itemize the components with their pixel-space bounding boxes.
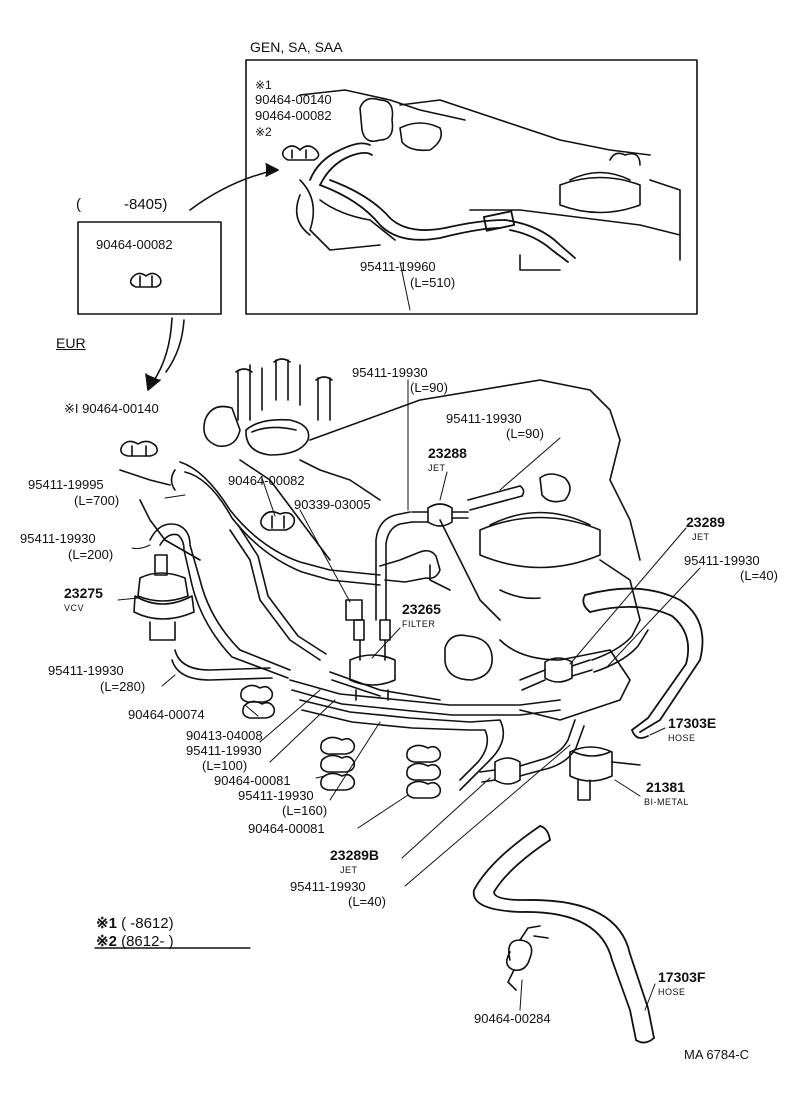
label-hose-930-100-len: (L=100): [202, 758, 248, 773]
bimetal-21381: [569, 746, 641, 801]
jet-23289b: [479, 757, 543, 785]
label-filter-name: FILTER: [402, 619, 436, 629]
label-clip-082: 90464-00082: [228, 473, 305, 488]
small-box-range: -8405): [124, 196, 168, 213]
clips-cluster-00081-b: [406, 744, 442, 799]
inset-hose-95411-19960: [309, 142, 576, 263]
label-clamp-284: 90464-00284: [474, 1011, 551, 1026]
label-bimetal-name: BI-METAL: [644, 797, 689, 807]
label-hose-930-40a-len: (L=40): [740, 568, 778, 583]
clips-cluster-00081-a: [320, 736, 356, 791]
vcv-23275: [133, 554, 195, 641]
inset-hose-length: (L=510): [410, 275, 456, 290]
label-hose-930-90b-len: (L=90): [506, 426, 544, 441]
arrow-to-inset: [189, 169, 277, 211]
label-hose-930-40b: 95411-19930: [290, 879, 366, 894]
legend-row-1: ※1 ( -8612): [96, 914, 174, 932]
hose-95411-19995: [170, 461, 381, 586]
part-90339-03005: [345, 549, 441, 621]
label-hose-930-40b-len: (L=40): [348, 894, 386, 909]
hose-95411-19930-l90-b: [467, 485, 525, 511]
label-part-339: 90339-03005: [294, 497, 371, 512]
small-box-range-open: (: [76, 196, 81, 213]
label-hose-e-num: 17303E: [668, 715, 717, 731]
label-hose-930-160: 95411-19930: [238, 788, 314, 803]
small-box-clip: [129, 272, 162, 288]
hose-95411-19930-l90: [375, 511, 413, 621]
label-filter-num: 23265: [402, 601, 441, 617]
label-vcv-name: VCV: [64, 603, 85, 613]
hose-17303e: [582, 587, 704, 739]
label-hose-f-name: HOSE: [658, 987, 686, 997]
inset-mark-2: ※2: [255, 125, 272, 139]
arrow-to-eur-clip: [149, 317, 173, 387]
label-jet-288-name: JET: [428, 463, 446, 473]
inset-clip: [281, 145, 320, 161]
arrowhead-eur: [145, 373, 161, 391]
eur-clip-90464-00140: [120, 440, 158, 457]
label-hose-930-160-len: (L=160): [282, 803, 328, 818]
label-clip-081a: 90464-00081: [214, 773, 291, 788]
label-hose-930-280: 95411-19930: [48, 663, 124, 678]
hose-17303f: [472, 825, 655, 1044]
label-jet-288-num: 23288: [428, 445, 467, 461]
region-label-eur: EUR: [56, 335, 86, 351]
label-jet-b-name: JET: [340, 865, 358, 875]
small-box-frame: [77, 221, 222, 315]
label-hose-930-200: 95411-19930: [20, 531, 96, 546]
label-vcv-num: 23275: [64, 585, 103, 601]
leader-lines: [117, 261, 701, 1011]
label-hose-e-name: HOSE: [668, 733, 696, 743]
label-clip-140: ※I 90464-00140: [64, 401, 159, 416]
arrowhead-inset: [265, 163, 279, 177]
label-hose-930-280-len: (L=280): [100, 679, 146, 694]
clips-cluster-00074: [240, 684, 276, 719]
legend-range-1: ( -8612): [121, 915, 174, 932]
label-jet-289-name: JET: [692, 532, 710, 542]
label-hose-930-90a-len: (L=90): [410, 380, 448, 395]
jet-23288: [411, 503, 469, 527]
jet-23289: [519, 657, 593, 691]
legend-mark-1: ※1: [96, 915, 117, 932]
hose-95411-19930-l40-b: [539, 719, 585, 771]
label-hose-f-num: 17303F: [658, 969, 706, 985]
small-box-part: 90464-00082: [96, 237, 173, 252]
inset-engine-sketch: [295, 89, 681, 271]
hose-95411-19930-l40-a: [591, 619, 649, 673]
inset-hose-part: 95411-19960: [360, 259, 436, 274]
drawing-code: MA 6784-C: [684, 1047, 750, 1062]
label-hose-930-40a: 95411-19930: [684, 553, 760, 568]
label-hose-930-100: 95411-19930: [186, 743, 262, 758]
filter-23265: [349, 619, 396, 701]
legend-row-2: ※2 (8612- ): [96, 932, 174, 950]
engine-outline: [119, 358, 641, 721]
clamp-90464-00284: [506, 925, 549, 991]
label-bimetal-num: 21381: [646, 779, 685, 795]
label-jet-b-num: 23289B: [330, 847, 380, 863]
inset-title: GEN, SA, SAA: [250, 39, 343, 55]
label-jet-289-num: 23289: [686, 514, 725, 530]
inset-part-90464-00140: 90464-00140: [255, 92, 332, 107]
inset-part-90464-00082: 90464-00082: [255, 108, 332, 123]
arrow-to-eur-clip-2: [165, 319, 185, 373]
legend-mark-2: ※2: [96, 933, 117, 950]
hoses-left: [149, 523, 327, 681]
label-hose-995: 95411-19995: [28, 477, 104, 492]
label-hose-930-90a: 95411-19930: [352, 365, 428, 380]
legend-range-2: (8612- ): [121, 933, 174, 950]
label-hose-995-len: (L=700): [74, 493, 120, 508]
label-clip-074: 90464-00074: [128, 707, 205, 722]
label-part-413: 90413-04008: [186, 728, 263, 743]
label-clip-081b: 90464-00081: [248, 821, 325, 836]
clip-90464-00082: [260, 510, 296, 531]
label-hose-930-90b: 95411-19930: [446, 411, 522, 426]
label-hose-930-200-len: (L=200): [68, 547, 114, 562]
inset-mark-1: ※1: [255, 78, 272, 92]
inset-frame: [245, 59, 698, 315]
